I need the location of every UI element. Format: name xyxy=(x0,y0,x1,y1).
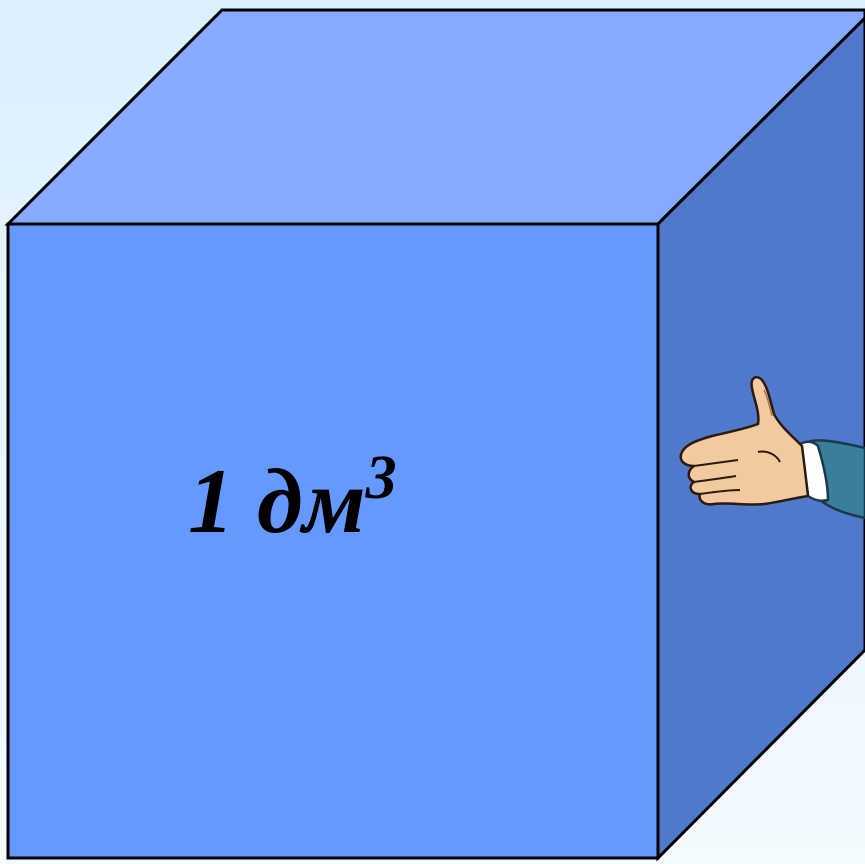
hand-palm xyxy=(679,376,810,506)
cube-volume-exponent: 3 xyxy=(365,444,397,512)
pointing-hand-icon[interactable] xyxy=(668,370,865,520)
cube-volume-label: 1 дм3 xyxy=(188,447,397,547)
hand-crease xyxy=(757,450,781,463)
hand-crease xyxy=(693,459,739,467)
cube-front-face xyxy=(6,222,660,860)
cube-volume-value: 1 дм xyxy=(188,450,366,552)
hand-crease xyxy=(693,475,737,483)
hand-crease xyxy=(699,489,741,495)
hand-crease xyxy=(763,389,773,417)
